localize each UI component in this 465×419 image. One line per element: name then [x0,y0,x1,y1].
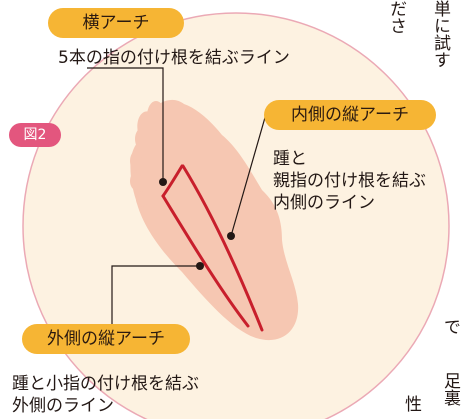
figure-label: 図2 [9,123,61,147]
toe-fourth [130,172,142,190]
toe-big [147,101,165,131]
medial-arch-description-line1: 踵と [273,149,307,169]
leader-lateral [111,265,200,330]
medial-arch-description-line2: 親指の付け根を結ぶ [273,171,426,191]
transverse-arch-line [161,164,184,198]
side-text-column2: 単に試す [430,0,450,68]
lateral-arch-description-line1: 踵と小指の付け根を結ぶ [12,374,199,394]
side-text-fragment-sei: 性 [401,395,421,412]
side-text-column-bottom: 足裏 [440,372,460,406]
marker-lateral [196,262,204,270]
toe-third [130,151,142,171]
marker-medial [227,232,235,240]
leader-transverse [87,67,164,182]
medial-arch-description-line3: 内側のライン [273,193,375,213]
lateral-arch-line [161,194,250,328]
transverse-arch-title: 横アーチ [48,8,184,38]
side-text-column1: ださ [386,0,406,34]
marker-transverse [159,178,167,186]
toe-little [136,191,148,207]
transverse-arch-description: 5本の指の付け根を結ぶライン [58,48,290,68]
toe-second [135,128,149,150]
lateral-arch-title: 外側の縦アーチ [22,324,190,354]
side-text-fragment-de: で [440,318,460,335]
lateral-arch-description-line2: 外側のライン [12,396,114,416]
medial-arch-title: 内側の縦アーチ [264,100,436,130]
medial-arch-line [181,164,264,332]
